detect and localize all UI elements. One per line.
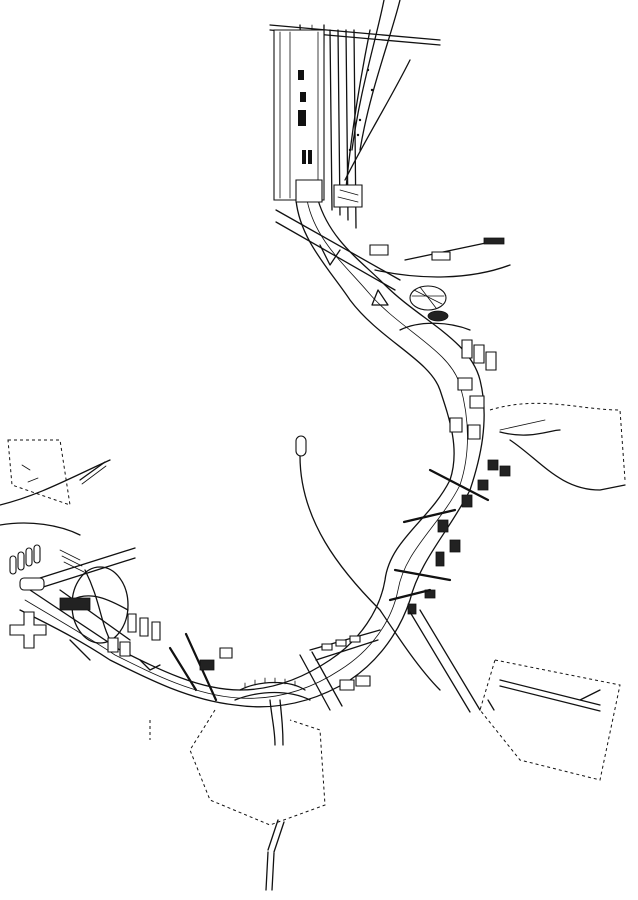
dome-structure — [400, 286, 470, 330]
bridges — [170, 470, 488, 700]
parcel-northwest — [0, 440, 110, 535]
rail-yard — [270, 0, 440, 228]
central-road — [296, 436, 480, 712]
right-buildings — [408, 340, 510, 614]
loop-interchange — [40, 548, 135, 660]
parcel-south — [190, 710, 325, 890]
tree-interchange — [235, 678, 310, 745]
upper-crossing — [276, 210, 510, 305]
west-town — [10, 545, 232, 670]
parcel-southeast — [480, 660, 620, 780]
river-east — [490, 403, 625, 490]
southern-town — [300, 630, 380, 710]
